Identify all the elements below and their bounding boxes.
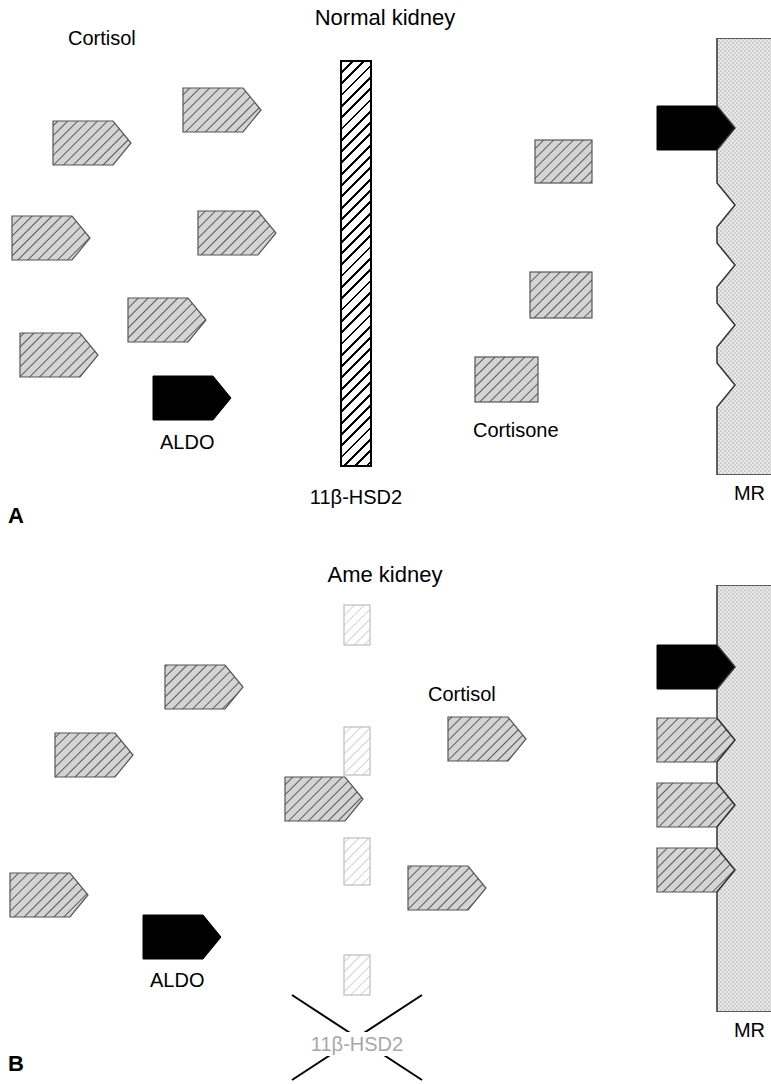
receptor-label: MR (712, 481, 771, 505)
cortisol-molecule (20, 333, 98, 377)
receptor-membrane (717, 585, 771, 1012)
receptor-node: MR (712, 585, 771, 1042)
molecule-label: ALDO (160, 430, 214, 454)
cortisone-molecule (475, 357, 538, 402)
receptor-outline (712, 585, 771, 1012)
panel-letter: A (8, 504, 24, 528)
panel-letter: B (8, 1052, 24, 1076)
cross-line (292, 995, 422, 1080)
barrier-shape (341, 598, 373, 1008)
panel-title: Ame kidney (328, 563, 443, 587)
cortisol-molecule (198, 211, 276, 255)
cortisol-molecule (408, 866, 486, 910)
cross-line (292, 995, 422, 1080)
cortisol-molecule (285, 777, 363, 821)
cortisol-molecule (165, 665, 243, 709)
cortisol-molecule (55, 733, 133, 777)
barrier-shape (340, 60, 372, 467)
barrier-fragment (344, 838, 370, 885)
cortisol-molecule (10, 873, 88, 917)
receptor-shape (712, 585, 771, 1012)
molecule-label: Cortisol (68, 26, 136, 50)
cortisol-molecule (128, 298, 206, 342)
receptor-outline (712, 38, 771, 475)
receptor-shape (712, 38, 771, 475)
faded-barrier (341, 598, 373, 1008)
cortisol-molecule (53, 121, 131, 165)
cortisol-molecule (448, 717, 526, 761)
enzyme-label: 11β-HSD2 (308, 1032, 406, 1056)
panel-title: Normal kidney (315, 6, 456, 30)
cortisone-molecules (475, 140, 592, 402)
barrier-fragment (344, 727, 370, 775)
enzyme-label: 11β-HSD2 (310, 485, 402, 509)
cortisol-molecule (12, 216, 90, 260)
aldosterone-molecule (153, 376, 231, 420)
aldosterone-molecule (143, 915, 221, 959)
barrier-fragment (344, 955, 370, 995)
cortisone-molecule (530, 272, 592, 318)
molecule-label: Cortisone (473, 418, 559, 442)
aldosterone-molecules (143, 106, 735, 959)
cortisone-molecule (535, 140, 592, 183)
cross-mark (292, 995, 422, 1080)
enzyme-barrier-node: 11β-HSD2 (305, 60, 407, 509)
receptor-label: MR (712, 1018, 771, 1042)
receptor-node: MR (712, 38, 771, 505)
molecule-label: ALDO (150, 968, 204, 992)
molecule-label: Cortisol (428, 682, 496, 706)
receptor-membrane (717, 38, 771, 475)
barrier-fragment (344, 605, 370, 645)
cortisol-molecule (183, 88, 261, 132)
cortisol-molecules (10, 88, 735, 917)
enzyme-barrier-node: 11β-HSD2 (306, 598, 408, 1056)
